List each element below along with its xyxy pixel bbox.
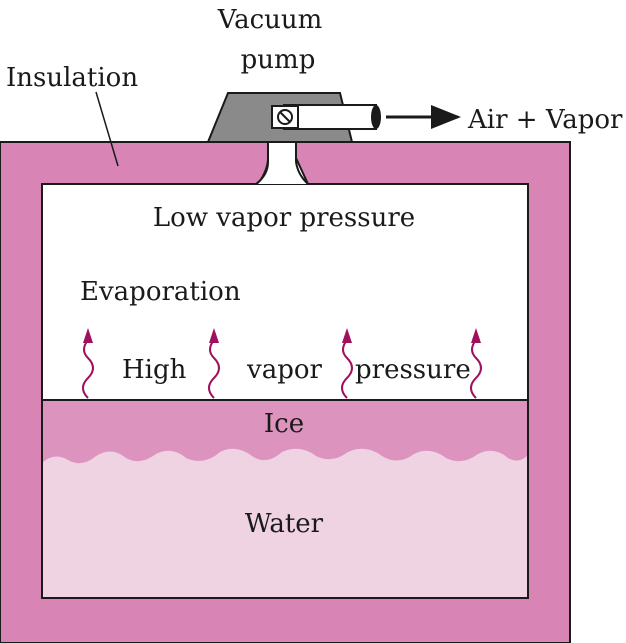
insulation-label: Insulation [6, 63, 138, 93]
wavy-arrow-up-icon [470, 328, 482, 399]
water-body [43, 448, 527, 597]
low-vapor-pressure-label: Low vapor pressure [153, 203, 415, 233]
vacuum-pump-label-line1: Vacuum [217, 5, 323, 35]
valve-stem [279, 111, 291, 123]
high-label: High [122, 355, 187, 385]
insulation-leader [95, 91, 119, 167]
outlet-pipe-end [371, 105, 381, 129]
pump-neck-outline [255, 142, 309, 185]
air-vapor-label: Air + Vapor [467, 105, 623, 135]
vacuum-pump-label-line2: pump [241, 45, 316, 75]
outlet-pipe [283, 104, 377, 130]
water-label: Water [245, 509, 324, 539]
pressure-label: pressure [355, 355, 471, 385]
ice-label: Ice [264, 409, 304, 439]
wavy-arrow-up-icon [341, 328, 353, 399]
wavy-arrow-up-icon [82, 328, 94, 399]
wavy-arrow-up-icon [208, 328, 220, 399]
evaporation-label: Evaporation [80, 277, 241, 307]
evaporation-arrows [82, 328, 482, 399]
vapor-label: vapor [246, 355, 322, 385]
